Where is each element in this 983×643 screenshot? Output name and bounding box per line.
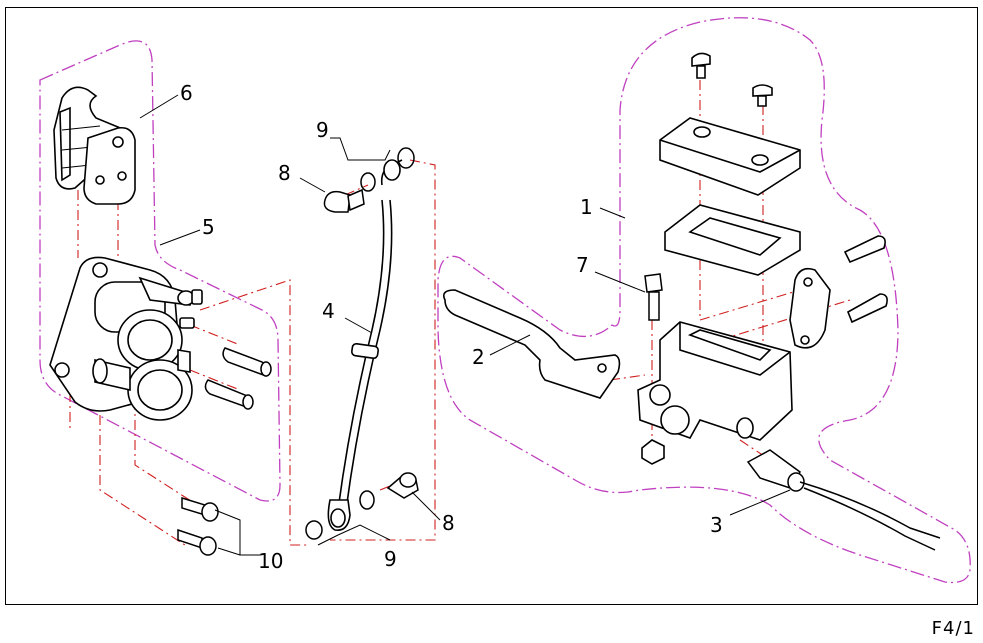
part-4-brake-hose — [327, 159, 403, 532]
callout-10: 10 — [258, 549, 283, 573]
master-cylinder-group-outline — [437, 17, 971, 584]
page-code: F4/1 — [931, 618, 975, 639]
callout-3: 3 — [710, 513, 723, 537]
part-6-brake-pads — [53, 86, 136, 205]
part-2-brake-lever — [442, 289, 621, 399]
assembly-lines — [69, 80, 851, 546]
part-8-banjo-bolt-bottom — [386, 472, 419, 499]
part-9-washers — [305, 147, 415, 540]
part-7-screw — [644, 273, 663, 321]
drawing-frame — [5, 7, 978, 605]
leader-lines — [139, 94, 791, 556]
caliper-pins — [204, 347, 272, 410]
part-5-caliper — [49, 256, 203, 421]
callout-8-bottom: 8 — [442, 511, 455, 535]
callout-4: 4 — [322, 299, 335, 323]
part-3-brake-switch — [746, 449, 941, 551]
part-10-bolts — [177, 496, 219, 556]
callout-6: 6 — [180, 81, 193, 105]
callout-2: 2 — [472, 345, 485, 369]
callout-7: 7 — [576, 253, 589, 277]
callout-labels: 1 2 3 4 5 6 7 8 8 9 9 10 — [180, 81, 723, 573]
callout-9-bottom: 9 — [384, 547, 397, 571]
callout-9-top: 9 — [316, 118, 329, 142]
callout-1: 1 — [580, 195, 593, 219]
group-outlines — [39, 17, 971, 584]
part-8-banjo-bolt-top — [323, 188, 365, 213]
caliper-group-outline — [39, 40, 281, 502]
callout-5: 5 — [202, 215, 215, 239]
part-1-master-cylinder — [637, 52, 888, 465]
callout-8-top: 8 — [278, 161, 291, 185]
